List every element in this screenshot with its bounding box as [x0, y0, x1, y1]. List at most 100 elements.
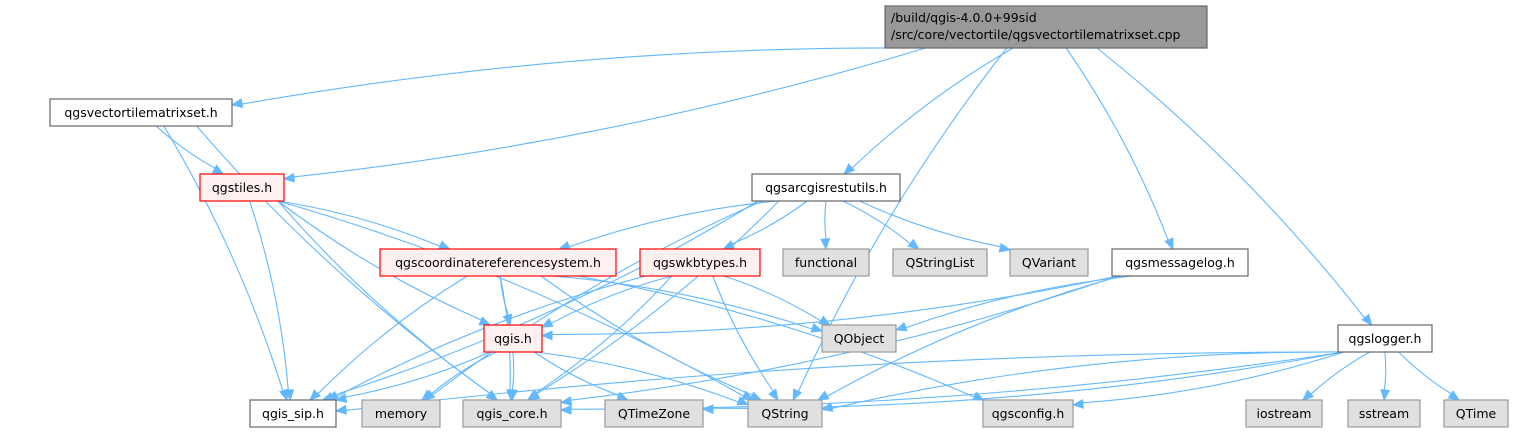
- edge-root-to-msglog_h: [1065, 47, 1169, 241]
- edge-logger_h-to-qtime: [1398, 351, 1452, 395]
- node-label: QTimeZone: [618, 406, 691, 421]
- edge-arcgis_h-to-qgis_core: [536, 200, 780, 395]
- node-label: memory: [375, 406, 428, 421]
- node-qgis_core: qgis_core.h: [462, 399, 562, 428]
- node-label: /build/qgis-4.0.0+99sid: [891, 10, 1037, 25]
- arrowhead-root-to-tiles_h: [282, 172, 295, 183]
- edge-crs_h-to-qgsconfig: [577, 275, 975, 398]
- node-label: qgis_sip.h: [262, 406, 324, 421]
- arrowhead-wkb_h-to-qgis_h: [540, 317, 554, 328]
- node-label: functional: [795, 255, 857, 270]
- arrowhead-logger_h-to-qgis_core: [559, 404, 572, 415]
- edge-qgis_h-to-memory: [429, 351, 497, 395]
- edge-arcgis_h-to-wkb_h: [731, 200, 808, 245]
- edge-root-to-arcgis_h: [851, 47, 1014, 169]
- arrowhead-logger_h-to-qtime: [1447, 390, 1461, 401]
- node-box: [639, 248, 761, 277]
- node-box: [1443, 399, 1509, 428]
- arrowhead-wkb_h-to-qstring: [767, 388, 779, 402]
- arrowhead-tiles_h-to-qgis_h: [478, 316, 492, 326]
- edges-layer: [155, 47, 1461, 415]
- node-qgis_sip[interactable]: qgis_sip.h: [249, 399, 337, 428]
- node-label: /src/core/vectortile/qgsvectortilematrix…: [891, 27, 1181, 42]
- nodes-layer: /build/qgis-4.0.0+99sid/src/core/vectort…: [49, 5, 1509, 428]
- edge-logger_h-to-iostream: [1310, 351, 1371, 395]
- node-qvariant: QVariant: [1009, 248, 1089, 277]
- edge-msglog_h-to-qgis_h: [551, 275, 1119, 336]
- arrowhead-tiles_h-to-crs_h: [438, 240, 451, 250]
- arrowhead-crs_h-to-qgis_sip: [309, 389, 322, 401]
- edge-tiles_h-to-qstring: [277, 200, 744, 397]
- edge-matrixset_h-to-tiles_h: [155, 125, 216, 169]
- edge-tiles_h-to-crs_h: [277, 200, 441, 247]
- node-box: [982, 399, 1074, 428]
- arrowhead-wkb_h-to-qgis_core: [526, 389, 540, 401]
- arrowhead-qgis_h-to-memory: [420, 389, 434, 401]
- node-label: QVariant: [1022, 255, 1076, 270]
- node-label: QString: [761, 406, 808, 421]
- node-box: [892, 248, 988, 277]
- arrowhead-root-to-qstring: [792, 388, 803, 402]
- node-crs_h[interactable]: qgscoordinatereferencesystem.h: [379, 248, 617, 277]
- arrowhead-root-to-msglog_h: [1164, 237, 1174, 251]
- edge-crs_h-to-qgis_sip: [317, 275, 468, 395]
- arrowhead-root-to-arcgis_h: [843, 163, 856, 175]
- node-qgis_h[interactable]: qgis.h: [483, 324, 543, 353]
- node-label: qgsarcgisrestutils.h: [765, 180, 887, 195]
- edge-qgis_h-to-qgis_core: [511, 351, 515, 391]
- edge-msglog_h-to-qobject: [905, 275, 1132, 329]
- node-box: [604, 399, 704, 428]
- node-box: [1009, 248, 1089, 277]
- arrowhead-logger_h-to-qgsconfig: [1071, 398, 1084, 409]
- edge-arcgis_h-to-crs_h: [568, 200, 777, 248]
- node-root[interactable]: /build/qgis-4.0.0+99sid/src/core/vectort…: [884, 5, 1208, 49]
- edge-crs_h-to-qstring: [540, 275, 753, 396]
- arrowhead-msglog_h-to-qobject: [894, 321, 908, 332]
- edge-wkb_h-to-qgis_h: [551, 275, 673, 324]
- node-qstring: QString: [747, 399, 823, 428]
- node-label: qgis.h: [494, 331, 532, 346]
- edge-root-to-tiles_h: [293, 47, 926, 178]
- node-label: qgis_core.h: [476, 406, 547, 421]
- node-label: qgscoordinatereferencesystem.h: [395, 255, 601, 270]
- edge-root-to-logger_h: [1096, 47, 1366, 319]
- arrowhead-root-to-logger_h: [1361, 313, 1373, 327]
- node-matrixset_h[interactable]: qgsvectortilematrixset.h: [49, 98, 233, 127]
- arrowhead-arcgis_h-to-qvariant: [998, 242, 1012, 253]
- node-qtime: QTime: [1443, 399, 1509, 428]
- node-label: qgslogger.h: [1349, 331, 1422, 346]
- edge-wkb_h-to-qstring: [712, 275, 774, 392]
- edge-wkb_h-to-qgis_core: [534, 275, 673, 394]
- arrowhead-tiles_h-to-qstring: [741, 390, 754, 401]
- node-tiles_h[interactable]: qgstiles.h: [199, 173, 285, 202]
- node-box: [1337, 324, 1433, 353]
- edge-arcgis_h-to-memory: [432, 200, 763, 396]
- node-qtimezone: QTimeZone: [604, 399, 704, 428]
- node-label: qgsconfig.h: [992, 406, 1065, 421]
- edge-logger_h-to-qgsconfig: [1082, 351, 1345, 404]
- node-qstringlist: QStringList: [892, 248, 988, 277]
- arrowhead-arcgis_h-to-qstringlist: [907, 238, 920, 250]
- edge-logger_h-to-qgis_sip: [345, 351, 1345, 411]
- arrowhead-logger_h-to-qtimezone: [701, 404, 714, 415]
- node-arcgis_h[interactable]: qgsarcgisrestutils.h: [751, 173, 901, 202]
- node-label: QTime: [1456, 406, 1497, 421]
- node-wkb_h[interactable]: qgswkbtypes.h: [639, 248, 761, 277]
- edge-arcgis_h-to-qvariant: [859, 200, 1001, 248]
- node-label: qgsvectortilematrixset.h: [64, 105, 217, 120]
- node-logger_h[interactable]: qgslogger.h: [1337, 324, 1433, 353]
- arrowhead-msglog_h-to-qstring: [816, 390, 830, 401]
- node-label: qgswkbtypes.h: [653, 255, 747, 270]
- node-box: [1347, 399, 1421, 428]
- edge-arcgis_h-to-functional: [824, 200, 827, 240]
- edge-qgis_h-to-qstring: [535, 351, 739, 403]
- arrowhead-qgis_h-to-qstring: [736, 396, 750, 406]
- arrowhead-msglog_h-to-qgis_core: [559, 396, 573, 407]
- node-box: [747, 399, 823, 428]
- node-label: sstream: [1359, 406, 1409, 421]
- node-msglog_h[interactable]: qgsmessagelog.h: [1111, 248, 1249, 277]
- edge-wkb_h-to-qobject: [723, 275, 822, 322]
- edge-matrixset_h-to-qgis_sip: [163, 125, 284, 392]
- node-qobject: QObject: [821, 324, 897, 353]
